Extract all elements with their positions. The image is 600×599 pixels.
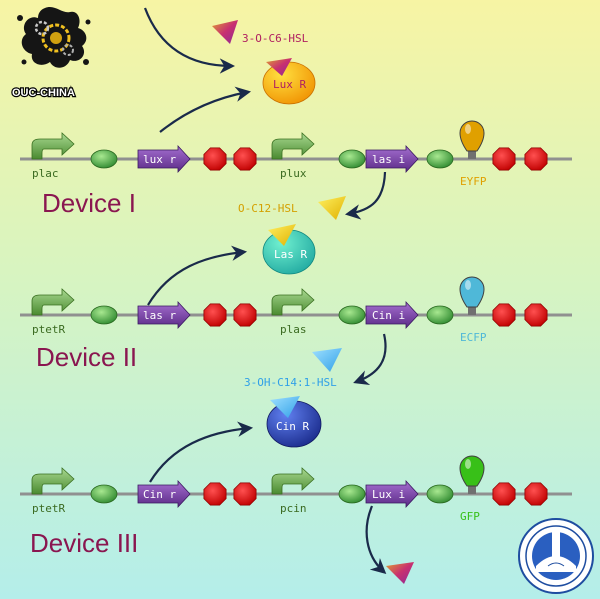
gene-2-arrow — [365, 300, 419, 330]
terminator-2-icon — [233, 303, 257, 327]
protein-2-label: Las R — [274, 248, 307, 261]
promoter-2-label: pcin — [280, 502, 307, 515]
arrow-cini-to-signal — [353, 333, 387, 386]
protein-3-label: Cin R — [276, 420, 309, 433]
reporter-label: EYFP — [460, 175, 487, 188]
gene-2-label: Lux i — [372, 488, 405, 501]
promoter-2-label: plas — [280, 323, 307, 336]
gene-2-label: las i — [372, 153, 405, 166]
arrow-cinr-gene-to-protein — [149, 421, 254, 483]
device-title: Device III — [30, 528, 138, 558]
promoter-2-icon — [271, 288, 315, 316]
device-title: Device II — [36, 342, 137, 372]
rbs-3-icon — [426, 305, 454, 325]
rbs-2-icon — [338, 484, 366, 504]
terminator-3-icon — [492, 482, 516, 506]
rbs-1-icon — [90, 305, 118, 325]
rbs-3-icon — [426, 484, 454, 504]
promoter-2-icon — [271, 467, 315, 495]
gene-1-label: Cin r — [143, 488, 176, 501]
lux-r-bound-signal-icon — [266, 58, 292, 76]
arrow-luxi-to-output — [365, 505, 387, 575]
gene-1-arrow — [137, 300, 191, 330]
gene-1-arrow — [137, 479, 191, 509]
logo-text: OUC-CHINA — [12, 87, 75, 99]
promoter-1-icon — [31, 288, 75, 316]
protein-1-label: Lux R — [273, 78, 306, 91]
rbs-2-icon — [338, 305, 366, 325]
signal-lux-wedge — [212, 20, 238, 44]
terminator-3-icon — [492, 147, 516, 171]
terminator-4-icon — [524, 147, 548, 171]
arrow-lasi-to-signal — [344, 171, 387, 220]
reporter-bulb-icon — [459, 276, 485, 315]
terminator-4-icon — [524, 303, 548, 327]
terminator-1-icon — [203, 147, 227, 171]
reporter-label: ECFP — [460, 331, 487, 344]
promoter-1-label: ptetR — [32, 323, 65, 336]
output-signal-wedge — [386, 562, 414, 584]
devices-layer: plac lux r plux las i EYFP Device I ptetR las r… — [20, 120, 572, 558]
signal-cin-wedge — [312, 348, 342, 372]
rbs-1-icon — [90, 484, 118, 504]
arrow-lasr-gene-to-protein — [147, 245, 248, 306]
promoter-1-label: plac — [32, 167, 59, 180]
terminator-2-icon — [233, 482, 257, 506]
ouc-china-logo: OUC-CHINA — [11, 7, 91, 100]
terminator-2-icon — [233, 147, 257, 171]
terminator-1-icon — [203, 482, 227, 506]
gene-2-arrow — [365, 144, 419, 174]
signal-3-label: 3-OH-C14:1-HSL — [244, 376, 337, 389]
interaction-arrows — [143, 7, 387, 575]
reporter-label: GFP — [460, 510, 480, 523]
device-1-circuit: plac lux r plux las i EYFP Device I — [20, 120, 572, 218]
promoter-1-label: ptetR — [32, 502, 65, 515]
device-title: Device I — [42, 188, 136, 218]
reporter-bulb-icon — [459, 455, 485, 494]
gene-2-arrow — [365, 479, 419, 509]
device-3-circuit: ptetR Cin r pcin Lux i GFP Device III — [20, 455, 572, 558]
signal-2-label: O-C12-HSL — [238, 202, 298, 215]
reporter-bulb-icon — [459, 120, 485, 159]
terminator-4-icon — [524, 482, 548, 506]
device-2-circuit: ptetR las r plas Cin i ECFP Device II — [20, 276, 572, 372]
gene-1-arrow — [137, 144, 191, 174]
promoter-2-label: plux — [280, 167, 307, 180]
rbs-2-icon — [338, 149, 366, 169]
promoter-1-icon — [31, 467, 75, 495]
gene-1-label: las r — [143, 309, 176, 322]
gene-1-label: lux r — [143, 153, 176, 166]
signal-1-label: 3-O-C6-HSL — [242, 32, 309, 45]
arrow-luxr-gene-to-protein — [159, 86, 252, 133]
rbs-1-icon — [90, 149, 118, 169]
promoter-2-icon — [271, 132, 315, 160]
signal-las-wedge — [318, 196, 346, 220]
arrow-signal-to-lux-r — [143, 7, 236, 74]
las-r-bound-signal-icon — [268, 224, 296, 246]
university-seal-icon — [518, 518, 594, 594]
gene-2-label: Cin i — [372, 309, 405, 322]
terminator-3-icon — [492, 303, 516, 327]
promoter-1-icon — [31, 132, 75, 160]
cin-r-bound-signal-icon — [270, 396, 300, 418]
terminator-1-icon — [203, 303, 227, 327]
rbs-3-icon — [426, 149, 454, 169]
